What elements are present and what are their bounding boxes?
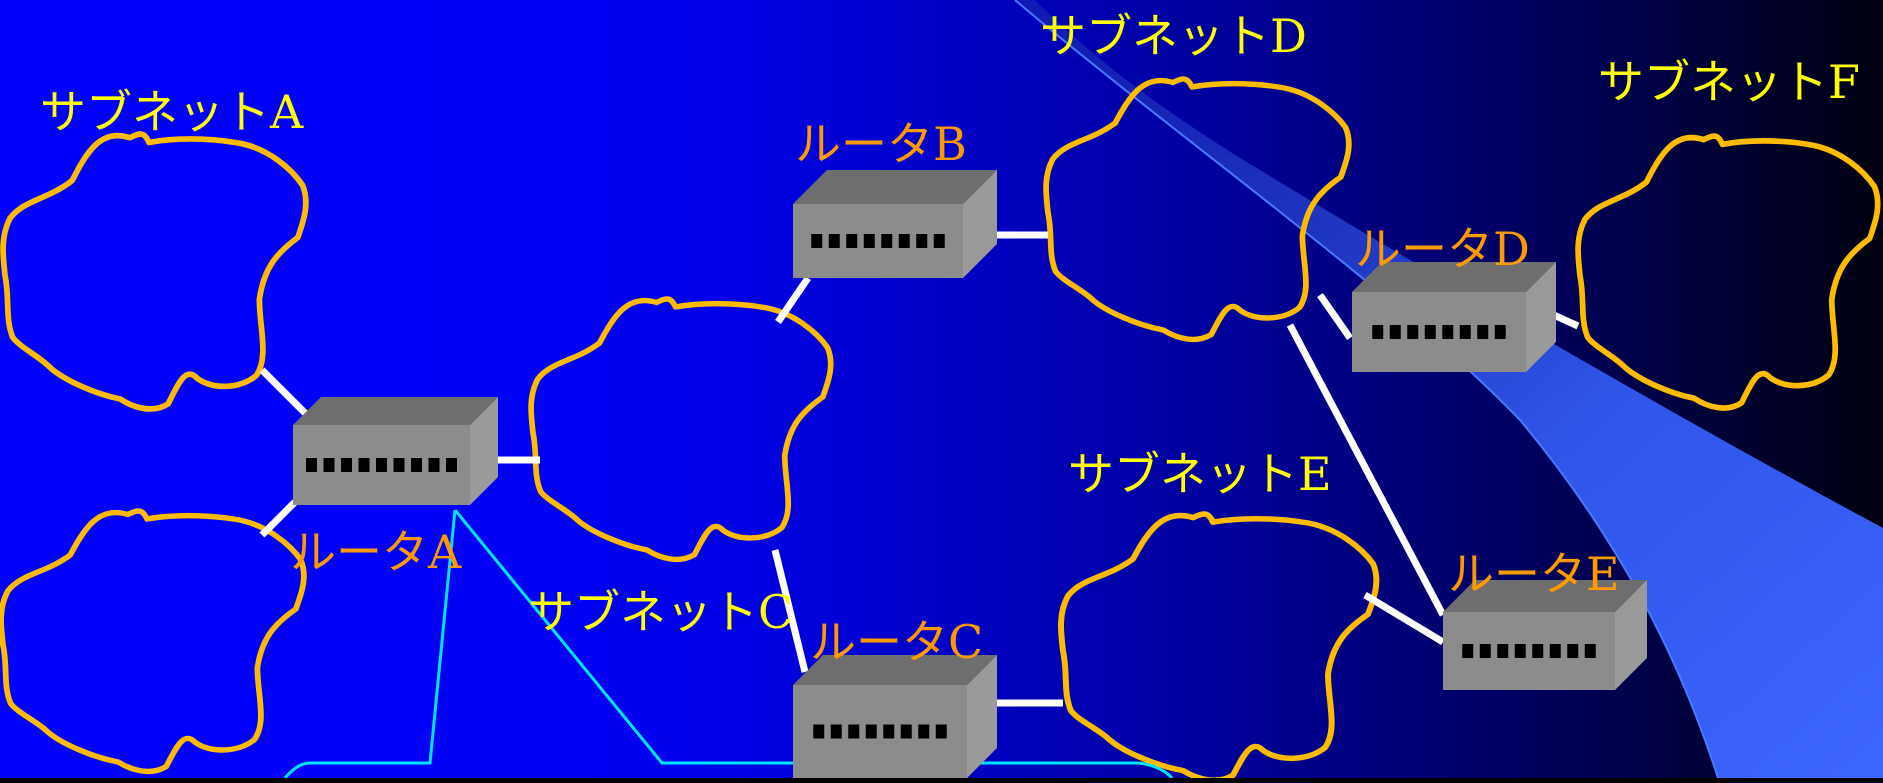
- router-port: [306, 458, 317, 472]
- router-port: [1424, 325, 1436, 339]
- router-C: [793, 655, 997, 778]
- router-port: [1459, 325, 1471, 339]
- beam-edge: [1014, 0, 1719, 779]
- subnet-D-label: サブネットD: [1040, 9, 1307, 63]
- router-port: [813, 724, 825, 739]
- link-subnetD-routerD: [1317, 292, 1353, 341]
- router-port: [1584, 644, 1596, 658]
- router-C-label: ルータC: [810, 615, 983, 669]
- router-port: [1549, 644, 1561, 658]
- router-port: [918, 724, 930, 739]
- router-port: [1494, 325, 1506, 339]
- router-port: [883, 724, 895, 739]
- router-D: [1352, 262, 1556, 372]
- router-D-label: ルータD: [1355, 222, 1530, 276]
- spotlight-beam: [1015, 0, 1883, 778]
- callout-line-left: [283, 509, 457, 779]
- subnet-E-label: サブネットE: [1068, 447, 1332, 501]
- link-subnetC-routerC: [771, 549, 809, 673]
- link-subnetC-routerB: [775, 276, 811, 324]
- router-port: [811, 234, 823, 248]
- router-port: [411, 458, 422, 472]
- router-port: [848, 724, 860, 739]
- subnet-C-label: サブネットC: [528, 585, 793, 639]
- router-port: [863, 234, 875, 248]
- router-port: [900, 724, 912, 739]
- link-subnetA-routerA: [259, 367, 313, 421]
- router-port: [428, 458, 440, 472]
- router-port: [935, 724, 947, 739]
- router-port: [881, 234, 893, 248]
- link-subnetD-routerE: [1286, 323, 1447, 617]
- router-port: [1532, 644, 1544, 658]
- router-port: [341, 458, 352, 472]
- router-port: [933, 234, 945, 248]
- router-B: [793, 170, 997, 278]
- router-port: [1389, 325, 1401, 339]
- router-port: [1407, 325, 1419, 339]
- router-port: [846, 234, 858, 248]
- router-port: [376, 458, 387, 472]
- router-port: [393, 458, 405, 472]
- callout-line-right: [453, 509, 1174, 780]
- router-port: [1567, 644, 1579, 658]
- router-port: [1462, 644, 1474, 658]
- router-port: [1442, 325, 1454, 339]
- router-port: [865, 724, 877, 739]
- subnet-F-label: サブネットF: [1598, 55, 1860, 109]
- router-port: [1479, 644, 1491, 658]
- router-port: [1372, 325, 1384, 339]
- router-port: [916, 234, 928, 248]
- router-A: [293, 397, 498, 505]
- router-port: [323, 458, 335, 472]
- router-E-label: ルータE: [1448, 547, 1620, 601]
- router-port: [828, 234, 840, 248]
- link-subnet-routerA: [259, 499, 298, 538]
- link-subnetE-routerE: [1363, 592, 1445, 645]
- router-port: [1514, 644, 1526, 658]
- router-port: [830, 724, 842, 739]
- router-port: [1477, 325, 1489, 339]
- router-E: [1443, 580, 1647, 690]
- router-port: [1497, 644, 1509, 658]
- router-port: [358, 458, 370, 472]
- router-port: [898, 234, 910, 248]
- router-A-label: ルータA: [290, 525, 462, 579]
- subnet-A-label: サブネットA: [40, 85, 304, 139]
- router-port: [446, 458, 457, 472]
- router-B-label: ルータB: [795, 117, 967, 171]
